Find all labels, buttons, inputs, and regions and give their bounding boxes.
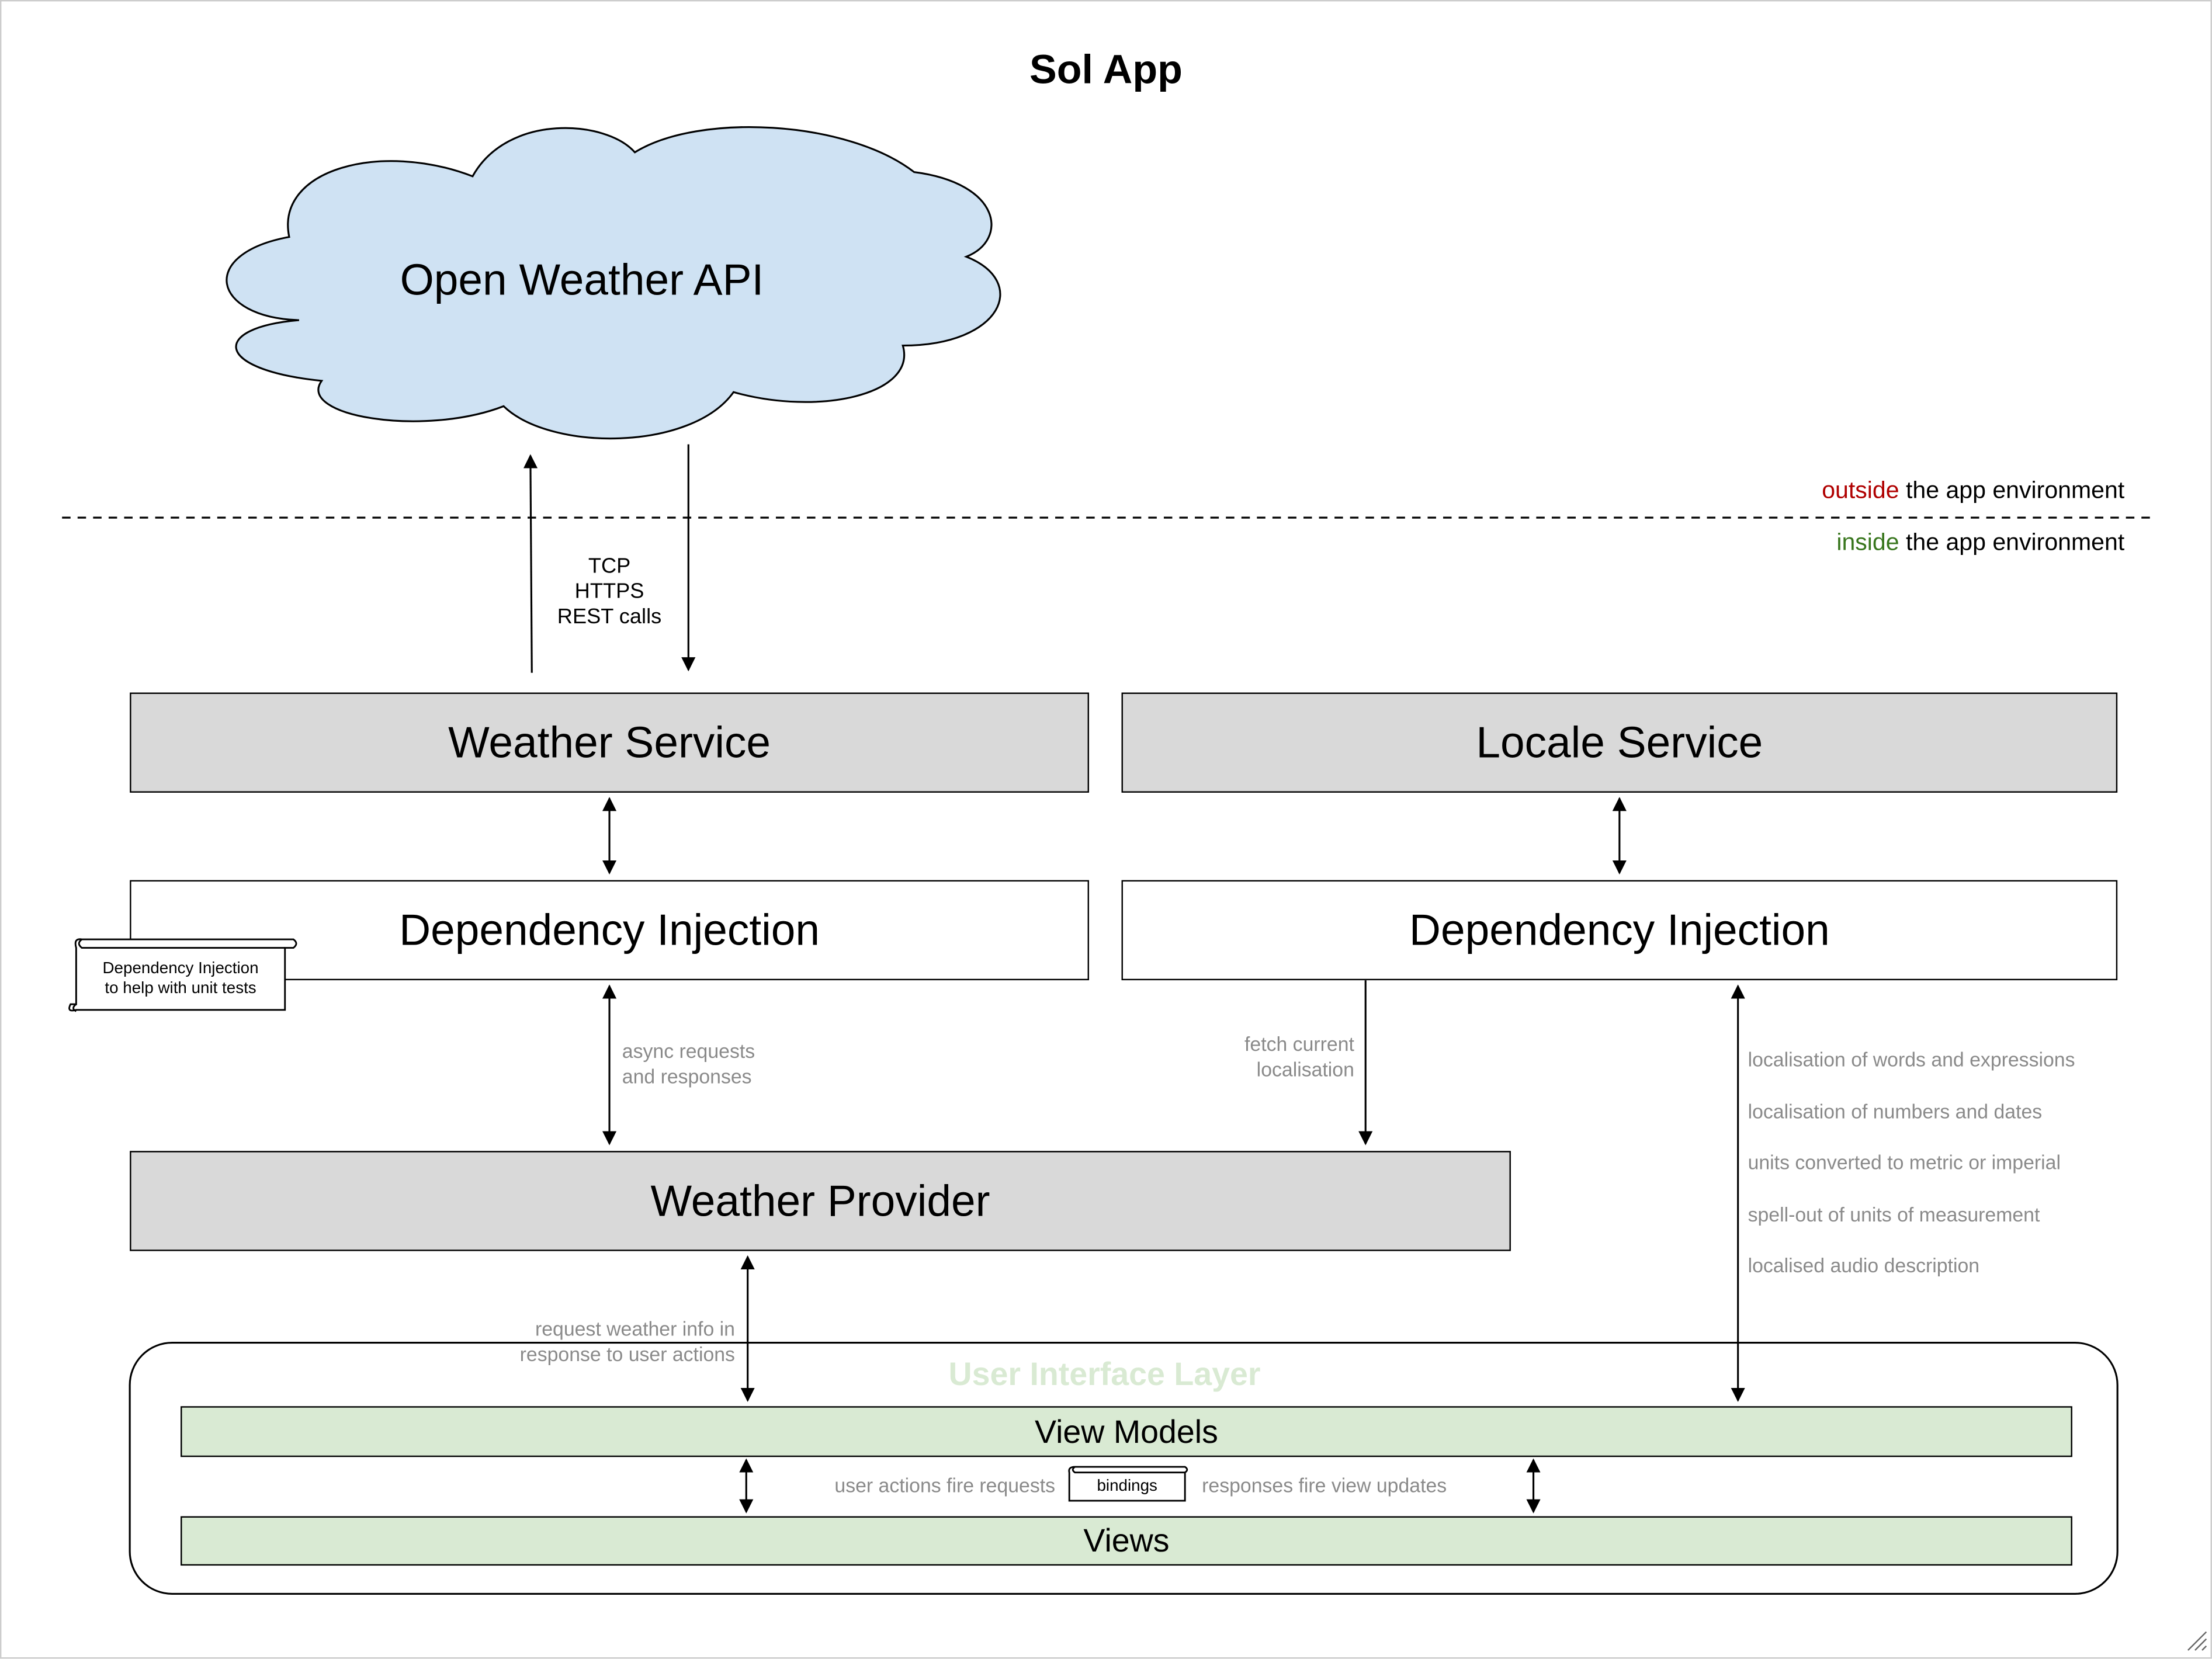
weather-service-box: Weather Service	[130, 692, 1089, 793]
responses-label: responses fire view updates	[1202, 1474, 1447, 1497]
protocol-line: TCP	[588, 554, 631, 578]
bindings-scroll-icon	[1068, 1466, 1188, 1502]
localisation-item: spell-out of units of measurement	[1748, 1202, 2040, 1225]
weather-provider-box: Weather Provider	[130, 1151, 1511, 1251]
fetch-label: fetch current localisation	[1157, 1031, 1354, 1082]
localisation-list: localisation of words and expressions lo…	[1748, 1047, 2171, 1304]
note-line: Dependency Injection	[102, 960, 259, 978]
protocol-line: REST calls	[557, 605, 662, 629]
inside-word: inside	[1836, 529, 1899, 556]
request-label: request weather info in response to user…	[452, 1316, 735, 1367]
protocol-line: HTTPS	[574, 579, 644, 604]
localisation-item: localisation of words and expressions	[1748, 1047, 2075, 1071]
cloud-label: Open Weather API	[400, 255, 764, 305]
view-models-box: View Models	[181, 1406, 2072, 1457]
inside-rest: the app environment	[1899, 529, 2125, 556]
cloud-shape	[226, 126, 1001, 440]
inside-label: inside the app environment	[1665, 529, 2124, 560]
localisation-item: localisation of numbers and dates	[1748, 1099, 2043, 1122]
note-text: Dependency Injection to help with unit t…	[79, 959, 282, 999]
ui-layer-title: User Interface Layer	[948, 1355, 1261, 1391]
outside-word: outside	[1822, 477, 1899, 504]
arrow-to-api	[523, 454, 538, 673]
request-line: request weather info in	[535, 1317, 735, 1340]
resize-grip-icon	[2187, 1631, 2207, 1651]
protocol-label: TCP HTTPS REST calls	[539, 554, 679, 630]
async-label: async requests and responses	[622, 1038, 848, 1089]
dependency-injection-right-box: Dependency Injection	[1121, 880, 2118, 981]
localisation-item: localised audio description	[1748, 1254, 1980, 1277]
outside-rest: the app environment	[1899, 477, 2125, 504]
localisation-item: units converted to metric or imperial	[1748, 1151, 2061, 1174]
ui-layer-frame	[129, 1342, 2119, 1595]
user-actions-label: user actions fire requests	[834, 1474, 1056, 1497]
page-title: Sol App	[1029, 47, 1183, 93]
locale-service-box: Locale Service	[1121, 692, 2118, 793]
fetch-line: fetch current	[1244, 1032, 1354, 1056]
note-line: to help with unit tests	[105, 980, 256, 998]
request-line: response to user actions	[519, 1342, 735, 1366]
bindings-label: bindings	[1097, 1478, 1157, 1495]
views-box: Views	[181, 1516, 2072, 1566]
async-line: and responses	[622, 1064, 752, 1088]
outside-label: outside the app environment	[1665, 477, 2124, 508]
async-line: async requests	[622, 1039, 755, 1063]
dependency-injection-left-box: Dependency Injection	[130, 880, 1089, 981]
fetch-line: localisation	[1256, 1057, 1354, 1081]
note-scroll-icon	[68, 938, 297, 1012]
